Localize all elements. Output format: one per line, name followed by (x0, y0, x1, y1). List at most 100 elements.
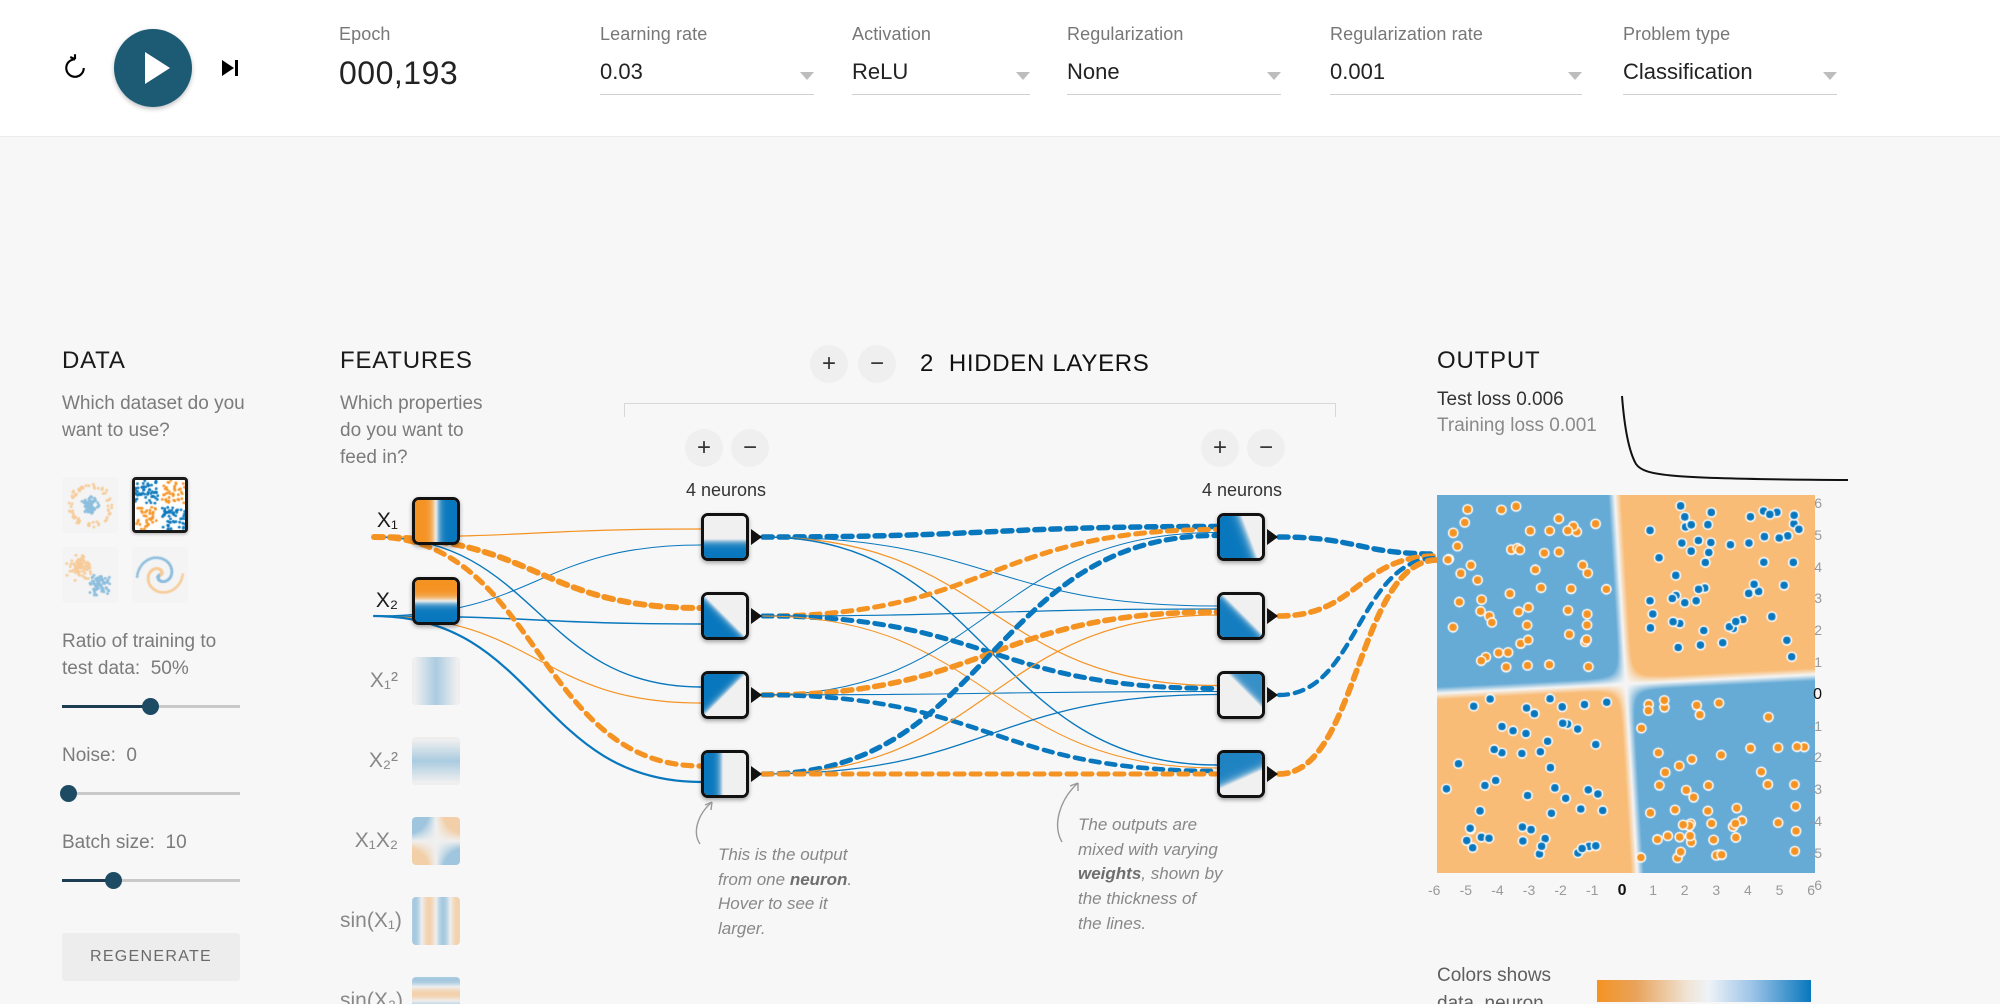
callout-neuron-part1: This is the output from one (718, 845, 848, 889)
slider-knob[interactable] (104, 871, 122, 889)
step-forward-icon[interactable] (214, 53, 244, 83)
chevron-down-icon (1016, 72, 1030, 80)
slider-knob[interactable] (142, 697, 160, 715)
neuron-l1-n2[interactable] (701, 592, 749, 640)
slider-rail (62, 878, 240, 882)
dataset-circle[interactable] (62, 476, 118, 533)
add-neuron-layer2-button[interactable]: + (1201, 429, 1239, 467)
slider-fill (62, 704, 155, 708)
feature-label: X₁X₂ (354, 829, 398, 852)
feature-sin-x1[interactable] (412, 897, 460, 945)
regularization-select[interactable]: None (1067, 59, 1281, 95)
remove-neuron-layer1-button[interactable]: − (731, 429, 769, 467)
neuron-output-arrow (1267, 608, 1278, 624)
neuron-l2-n1[interactable] (1217, 513, 1265, 561)
regenerate-button[interactable]: REGENERATE (62, 932, 240, 981)
learning-rate-label: Learning rate (600, 24, 708, 44)
training-loss: Training loss 0.001 (1437, 415, 1597, 437)
batch-value: 10 (165, 831, 187, 853)
feature-row: sin(X₁) (340, 897, 460, 945)
learning-rate-value: 0.03 (600, 59, 643, 84)
add-layer-button[interactable]: + (810, 345, 848, 383)
regularization-rate-select[interactable]: 0.001 (1330, 59, 1582, 95)
hidden-layers-label: 2 HIDDEN LAYERS (920, 350, 1150, 378)
remove-neuron-layer2-button[interactable]: − (1247, 429, 1285, 467)
data-title: DATA (62, 347, 126, 374)
add-neuron-layer1-button[interactable]: + (685, 429, 723, 467)
y-tick: -2 (1809, 749, 1822, 766)
activation-select[interactable]: ReLU (852, 59, 1030, 95)
connection-line (1276, 555, 1440, 698)
hidden-layers-text: HIDDEN LAYERS (948, 350, 1150, 377)
slider-rail (62, 791, 240, 795)
feature-row: X₁ (340, 497, 460, 545)
dataset-spiral[interactable] (132, 546, 188, 603)
callout-neuron-emphasis: neuron (789, 869, 848, 889)
neuron-l2-n3[interactable] (1217, 671, 1265, 719)
feature-row: X₂² (340, 737, 460, 785)
callout-neuron: This is the output from one neuron. Hove… (718, 843, 863, 942)
activation-value: ReLU (852, 59, 909, 84)
epoch-label: Epoch (339, 24, 391, 44)
dataset-gaussian[interactable] (62, 546, 118, 603)
test-loss-value: 0.006 (1516, 389, 1564, 410)
connection-line (762, 615, 1218, 769)
output-panel: OUTPUT Test loss 0.006 Training loss 0.0… (1437, 347, 1597, 437)
test-loss: Test loss 0.006 (1437, 389, 1597, 411)
epoch-value: 000,193 (339, 55, 459, 91)
x-tick: 2 (1680, 882, 1689, 898)
layer1-neuron-count: 4 neurons (686, 480, 767, 500)
feature-x1-squared[interactable] (412, 657, 460, 705)
connection-line (1276, 534, 1440, 557)
learning-rate-select[interactable]: 0.03 (600, 59, 814, 95)
noise-value: 0 (126, 744, 137, 766)
ratio-label-text: Ratio of training to test data: (62, 630, 217, 679)
ratio-slider[interactable] (62, 695, 240, 717)
slider-knob[interactable] (60, 784, 77, 802)
reset-icon[interactable] (58, 51, 92, 85)
noise-slider-block: Noise: 0 (60, 743, 252, 804)
chevron-down-icon (1267, 72, 1281, 80)
callout-weights-part3: , shown by the thickness of the lines. (1078, 864, 1223, 933)
y-tick: -5 (1809, 844, 1822, 861)
feature-x2[interactable] (412, 577, 460, 625)
feature-x1x2[interactable] (412, 817, 460, 865)
test-loss-label: Test loss (1437, 389, 1511, 410)
neuron-l2-n4[interactable] (1217, 750, 1265, 798)
problem-type-value: Classification (1623, 59, 1753, 84)
problem-type-select[interactable]: Classification (1623, 59, 1837, 95)
feature-sin-x2[interactable] (412, 977, 460, 1004)
features-subtitle: Which properties do you want to feed in? (340, 393, 483, 468)
output-heatmap[interactable] (1437, 495, 1815, 873)
connection-line (762, 608, 1218, 617)
playback-controls (58, 29, 244, 107)
problem-type-label: Problem type (1623, 24, 1731, 44)
chevron-down-icon (800, 72, 814, 80)
neuron-output-arrow (1267, 766, 1278, 782)
feature-x1[interactable] (412, 497, 460, 545)
features-panel: FEATURES Which properties do you want to… (340, 347, 500, 472)
y-tick: -4 (1809, 813, 1822, 829)
callout-neuron-part3: . Hover to see it larger. (718, 869, 853, 938)
neuron-l1-n4[interactable] (701, 750, 749, 798)
features-title: FEATURES (340, 347, 473, 374)
neuron-l1-n3[interactable] (701, 671, 749, 719)
batch-slider[interactable] (62, 869, 240, 891)
feature-x2-squared[interactable] (412, 737, 460, 785)
x-tick: -1 (1586, 882, 1599, 898)
x-tick: -2 (1554, 882, 1567, 898)
noise-slider[interactable] (60, 782, 240, 804)
color-legend: Colors shows data, neuron and weight val… (1437, 962, 1811, 1004)
x-tick: 6 (1807, 882, 1815, 898)
neuron-l1-n1[interactable] (701, 513, 749, 561)
data-panel: DATA Which dataset do you want to use? R… (60, 347, 252, 981)
connection-line (760, 692, 1220, 774)
neuron-l2-n2[interactable] (1217, 592, 1265, 640)
ratio-label: Ratio of training to test data: 50% (62, 629, 252, 683)
feature-label: sin(X₂) (340, 989, 403, 1004)
remove-layer-button[interactable]: − (858, 345, 896, 383)
layer-count: 2 (920, 350, 935, 377)
play-button[interactable] (114, 29, 192, 107)
dataset-xor[interactable] (132, 476, 188, 533)
legend-description: Colors shows data, neuron and weight val… (1437, 965, 1552, 1004)
